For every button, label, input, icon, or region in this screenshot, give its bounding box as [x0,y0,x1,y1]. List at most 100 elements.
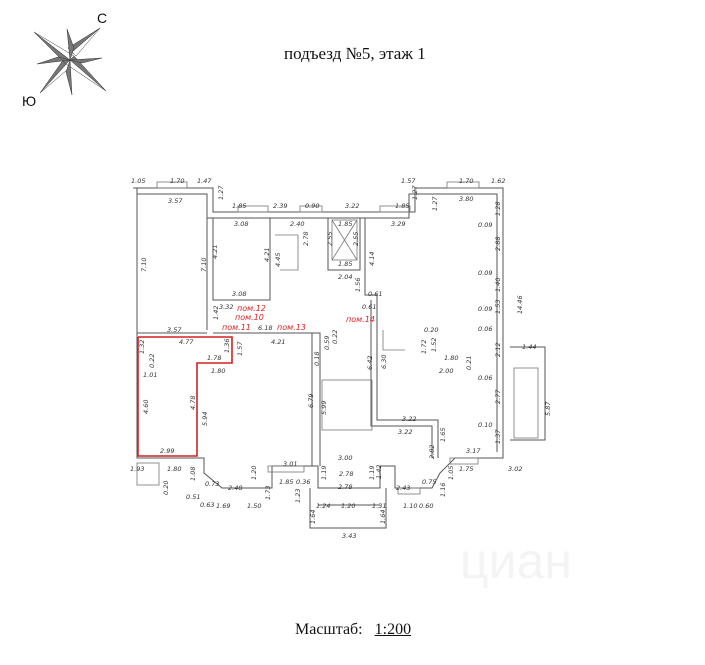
dimension-label: 7.10 [200,258,208,272]
dimension-label: 1.10 [403,502,417,510]
dimension-label: 1.47 [197,177,212,185]
dimension-label: 1.40 [494,278,502,292]
dimension-label: 2.55 [326,232,334,246]
dimension-label: 3.17 [466,447,481,455]
dimension-label: 1.24 [316,502,330,510]
dimension-label: 5.87 [544,401,552,416]
dimension-label: 1.85 [232,202,246,210]
dimension-label: 1.20 [250,466,258,480]
dimension-label: 0.09 [478,269,492,277]
stairs-icon [136,367,539,486]
dimension-label: 1.80 [211,367,225,375]
dimension-label: 2.88 [494,237,502,251]
dimension-label: 0.60 [419,502,433,510]
dimension-label: 0.90 [305,202,319,210]
dimension-label: 1.85 [395,202,409,210]
dimension-label: 1.50 [247,502,261,510]
dimension-label: 1.01 [143,371,157,379]
dimension-label: 3.57 [168,197,183,205]
dimension-label: 2.82 [428,445,436,459]
dimension-label: 2.55 [352,232,360,246]
dimension-label: 2.39 [273,202,287,210]
dimension-label: 0.36 [296,478,310,486]
dimension-label: 3.43 [342,532,356,540]
room-label: пом.12 [237,304,266,313]
dimension-label: 0.09 [478,305,492,313]
dimension-label: 1.73 [264,486,272,500]
dimension-label: 5.99 [320,401,328,415]
dimension-label: 3.80 [459,195,473,203]
dimension-label: 5.94 [201,412,209,426]
dimension-label: 1.64 [309,510,317,524]
room-label: пом.13 [277,323,306,332]
dimension-label: 1.05 [447,466,455,480]
dimension-label: 4.14 [368,252,376,266]
dimension-label: 0.06 [478,325,492,333]
dimension-label: 0.75 [422,478,436,486]
dimension-label: 1.70 [170,177,184,185]
dimension-label: 1.80 [444,354,458,362]
dimension-label: 2.04 [338,273,352,281]
compass-north-label: С [97,10,108,26]
room-label: пом.10 [235,313,264,322]
dimension-label: 0.73 [205,480,219,488]
dimension-label: 1.05 [131,177,145,185]
dimension-label: 4.78 [189,396,197,410]
dimension-label: 2.12 [494,343,502,357]
dimension-label: 4.60 [142,400,150,414]
dimension-label: 1.16 [439,483,447,497]
dimension-label: 1.27 [411,185,419,200]
dimension-label: 1.19 [320,466,328,480]
highlighted-room-outline [137,336,233,457]
dimension-label: 1.53 [494,300,502,314]
dimension-label: 1.42 [375,465,383,479]
dimension-label: 4.21 [263,248,271,262]
scale-label: Масштаб: [295,621,363,638]
room-label: пом.11 [222,323,251,332]
dimension-label: 1.52 [430,338,438,352]
dimension-label: 6.42 [366,356,374,370]
dimension-label: 6.30 [380,355,388,369]
dimension-label: 1.70 [459,177,473,185]
compass-south-label: Ю [22,93,37,109]
dimension-label: 3.29 [391,220,405,228]
dimension-label: 1.75 [459,465,473,473]
dimension-label: 2.77 [494,389,502,404]
dimension-label: 1.37 [494,429,502,444]
dimension-label: 2.99 [160,447,174,455]
dimension-label: 1.27 [431,196,439,211]
plan-title: подъезд №5, этаж 1 [284,44,426,63]
dimension-label: 0.22 [148,354,156,368]
dimension-label: 1.57 [236,341,244,356]
dimension-label: 1.27 [217,185,225,200]
watermark: циан [460,533,572,589]
dimension-label: 0.18 [313,352,321,366]
dimension-label: 4.45 [274,253,282,267]
dimension-label: 3.01 [283,460,297,468]
dimension-label: 1.65 [439,428,447,442]
dimension-label: 1.80 [167,465,181,473]
dimension-label: 1.78 [207,354,221,362]
dimension-label: 1.69 [216,502,230,510]
dimension-label: 0.10 [478,421,492,429]
dimension-label: 3.22 [398,428,412,436]
dimension-label: 1.72 [420,340,428,354]
dimension-label: 2.78 [302,232,310,246]
dimension-label: 7.10 [140,258,148,272]
dimension-label: 0.21 [465,356,473,370]
dimension-label: 1.23 [294,489,302,503]
dimension-label: 14.46 [516,295,524,314]
dimension-label: 1.31 [372,502,386,510]
dimension-label: 6.18 [258,324,272,332]
dimension-label: 2.78 [338,483,352,491]
dimension-label: 0.20 [424,326,438,334]
dimension-label: 1.57 [401,177,416,185]
dimension-label: 2.48 [228,484,242,492]
dimension-label: 1.44 [522,343,536,351]
dimension-label: 1.19 [368,466,376,480]
dimension-label: 3.57 [167,326,182,334]
dimension-label: 4.21 [211,245,219,259]
